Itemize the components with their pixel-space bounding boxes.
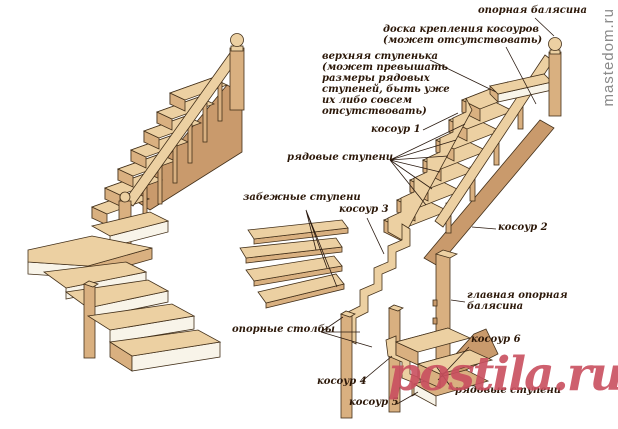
- label-stringer-1: косоур 1: [371, 124, 421, 135]
- label-main-support-baluster: главная опорная балясина: [467, 290, 568, 312]
- label-stringer-6: косоур 6: [471, 334, 521, 345]
- label-support-baluster: опорная балясина: [478, 5, 587, 16]
- label-support-posts: опорные столбы: [232, 324, 335, 335]
- watermark-postila: postila.ru: [388, 347, 618, 402]
- label-stringer-2: косоур 2: [498, 222, 548, 233]
- label-stringer-5: косоур 5: [349, 397, 399, 408]
- label-winder-steps: забежные ступени: [243, 192, 361, 203]
- label-top-step: верхняя ступенька (может превышать разме…: [322, 51, 450, 117]
- label-stringer-board: доска крепления косоуров (может отсутств…: [383, 24, 543, 46]
- leader-lines: [305, 17, 555, 405]
- label-stringer-3: косоур 3: [339, 204, 389, 215]
- label-regular-steps-bottom: рядовые ступени: [455, 385, 562, 396]
- watermark-mastedom: mastedom.ru: [600, 8, 617, 107]
- label-regular-steps-top: рядовые ступени: [287, 152, 394, 163]
- label-stringer-4: косоур 4: [317, 376, 367, 387]
- assembled-staircase-drawing: [27, 33, 245, 372]
